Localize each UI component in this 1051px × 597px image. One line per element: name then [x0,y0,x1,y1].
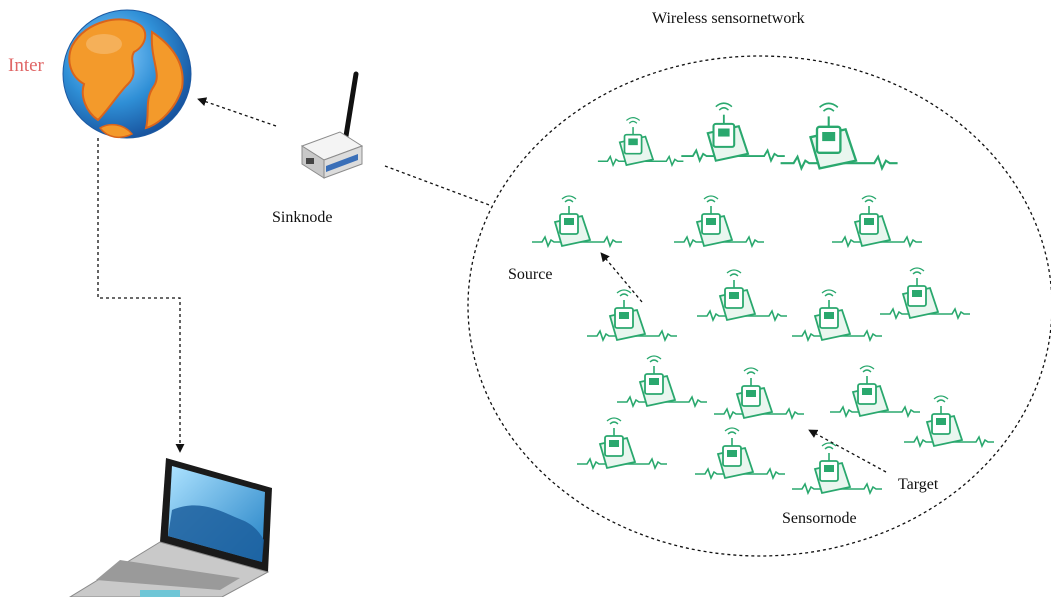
sink-node-label: Sinknode [272,209,333,226]
sensor-node [597,116,685,166]
connections [97,97,887,473]
sensor-node [791,442,883,494]
source-label: Source [508,266,553,283]
sensor-node [791,289,883,341]
sensor-node [694,427,786,479]
sensor-to-source-arrow [600,252,643,303]
sensor-node [586,289,678,341]
sensor-node [576,417,668,469]
sensor-node [531,195,623,247]
sensor-node [903,395,995,447]
sink-to-internet-arrow [197,97,277,127]
internet-label: Inter [8,55,44,76]
sensor-node [831,195,923,247]
laptop-icon [69,458,272,597]
globe-icon [62,9,192,139]
sensor-node [713,367,805,419]
target-label: Target [898,476,939,493]
sink-node-icon [300,71,364,179]
wsn-boundary [467,55,1051,557]
target-to-sensor-arrow [808,429,887,473]
sensor-node [696,269,788,321]
sensor-node [680,102,786,162]
sensor-node [616,355,708,407]
internet-to-laptop-arrow [97,138,185,453]
sink-to-network-line [384,165,493,207]
sensor-nodes [531,102,995,494]
sensor-node [829,365,921,417]
sensor-node-label: Sensornode [782,510,857,527]
network-label: Wireless sensornetwork [652,10,805,27]
sensor-node [879,267,971,319]
sensor-node [673,195,765,247]
sensor-node [779,102,899,170]
